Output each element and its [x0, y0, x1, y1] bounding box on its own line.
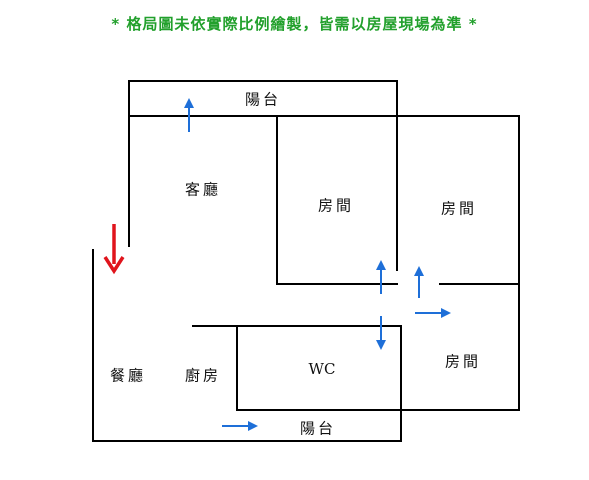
disclaimer-notice: * 格局圖未依實際比例繪製，皆需以房屋現場為準 * — [111, 15, 478, 33]
walls — [92, 80, 520, 442]
flow-arrows — [184, 98, 451, 431]
label-wc: WC — [308, 360, 336, 378]
label-dining-room: 餐廳 — [109, 366, 147, 385]
bedroom-2-wall — [396, 115, 520, 285]
bedroom-3-wall — [400, 283, 520, 411]
balcony-top-wall — [128, 80, 398, 117]
label-bedroom-2: 房間 — [440, 199, 478, 218]
label-balcony-bottom: 陽台 — [299, 419, 337, 438]
label-kitchen: 廚房 — [184, 366, 222, 385]
entrance-arrow — [103, 224, 125, 275]
bedroom-1-wall — [276, 115, 398, 285]
label-bedroom-1: 房間 — [317, 196, 355, 215]
label-living-room: 客廳 — [184, 180, 222, 199]
label-balcony-top: 陽台 — [244, 90, 282, 109]
label-bedroom-3: 房間 — [444, 352, 482, 371]
wc-wall — [236, 325, 402, 411]
dining-outer-wall — [92, 249, 402, 442]
